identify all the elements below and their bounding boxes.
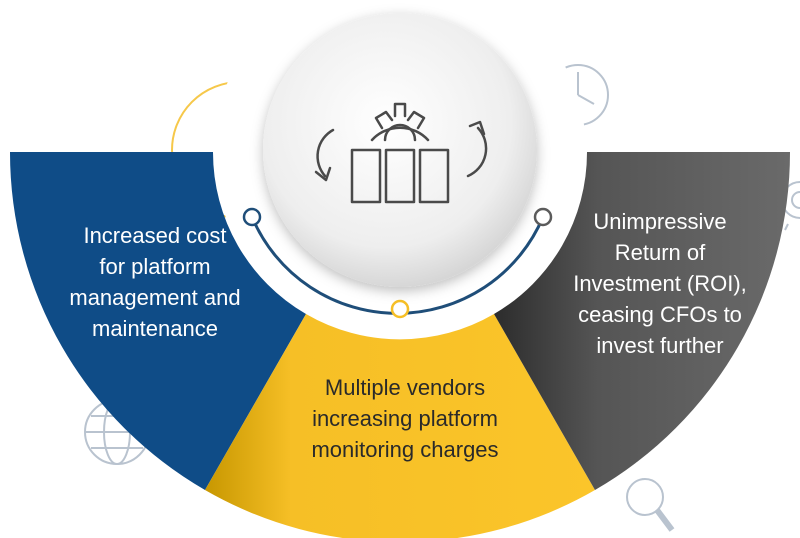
segment-left-text: Increased cost for platform management a…	[40, 220, 270, 344]
process-gears-cycle-icon	[314, 102, 488, 204]
segment-left-line: for platform	[99, 254, 211, 279]
segment-left-line: management and	[69, 285, 241, 310]
segment-left-line: maintenance	[92, 316, 218, 341]
segment-right-line: ceasing CFOs to	[578, 302, 742, 327]
magnifier-icon	[626, 478, 675, 532]
segment-left	[9, 152, 307, 490]
segment-right-line: Return of	[614, 240, 706, 265]
segment-right-line: Unimpressive	[593, 209, 727, 234]
segment-right	[494, 152, 791, 490]
segment-right-text: Unimpressive Return of Investment (ROI),…	[545, 206, 775, 361]
segment-middle-text: Multiple vendors increasing platform mon…	[270, 372, 540, 465]
segment-left-line: Increased cost	[83, 223, 227, 248]
connector-node-right	[533, 207, 553, 227]
segment-middle-line: monitoring charges	[311, 437, 499, 462]
segment-right-line: invest further	[596, 333, 724, 358]
connector-node-middle	[390, 299, 410, 319]
segment-right-line: Investment (ROI),	[573, 271, 747, 296]
segment-middle-line: increasing platform	[312, 406, 498, 431]
segment-middle	[205, 314, 595, 538]
segment-middle-line: Multiple vendors	[324, 375, 486, 400]
connector-node-left	[242, 207, 262, 227]
